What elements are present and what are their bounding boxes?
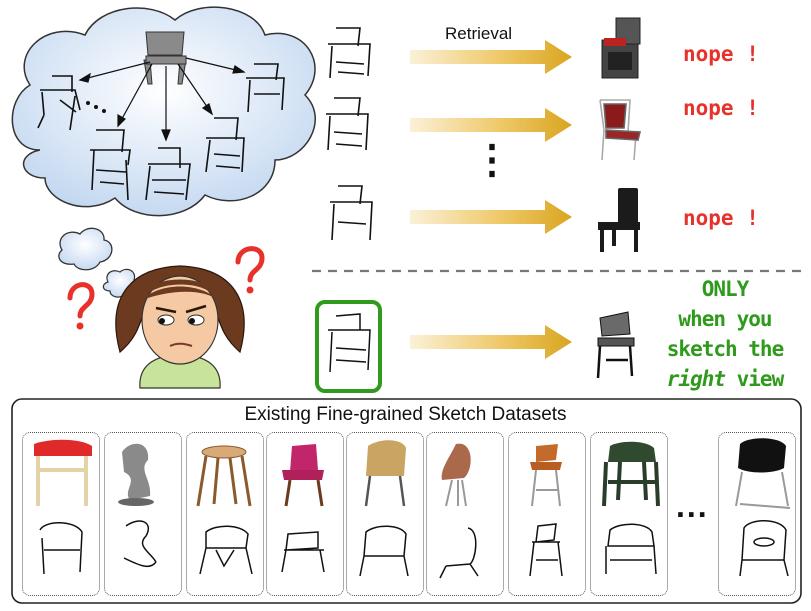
chair-photo-icon	[599, 99, 642, 161]
only-text-line3: sketch the	[666, 337, 784, 361]
chair-photo-icon	[598, 188, 640, 252]
chair-photo-icon	[596, 311, 635, 379]
thinking-woman-icon	[115, 265, 245, 389]
highlighted-query-box	[315, 300, 382, 393]
dataset-card	[590, 432, 668, 596]
dataset-card	[186, 432, 264, 596]
dataset-card	[718, 432, 796, 596]
dataset-card	[508, 432, 586, 596]
dataset-cards-art	[34, 438, 791, 579]
only-text-line2: when you	[678, 307, 772, 331]
retrieval-label: Retrieval	[445, 24, 513, 43]
chair-photo-icon	[601, 17, 641, 79]
cloud-arrows	[78, 57, 246, 142]
datasets-title: Existing Fine-grained Sketch Datasets	[244, 404, 567, 425]
italic-right-word: right	[666, 367, 726, 391]
dataset-card	[266, 432, 344, 596]
vertical-ellipsis: ⋮	[472, 138, 512, 182]
retrieved-chairs	[596, 17, 642, 379]
question-mark-icon	[67, 246, 265, 319]
retrieval-arrows	[410, 40, 572, 359]
dataset-card	[426, 432, 504, 596]
only-text-line1: ONLY	[701, 277, 750, 301]
thought-cloud-icon	[11, 6, 316, 298]
dataset-card	[104, 432, 182, 596]
nope-label: nope !	[683, 206, 759, 230]
cloud-dots	[86, 101, 106, 113]
dataset-card	[22, 432, 100, 596]
view-word: view	[725, 367, 785, 391]
nope-label: nope !	[683, 42, 759, 66]
query-sketch-chairs	[326, 27, 373, 241]
datasets-panel	[11, 398, 802, 604]
dataset-card	[346, 432, 424, 596]
right-view-sketch-chair	[328, 313, 371, 373]
only-text-line4: right view	[640, 364, 810, 394]
horizontal-ellipsis: ...	[676, 488, 709, 524]
nope-label: nope !	[683, 96, 759, 120]
